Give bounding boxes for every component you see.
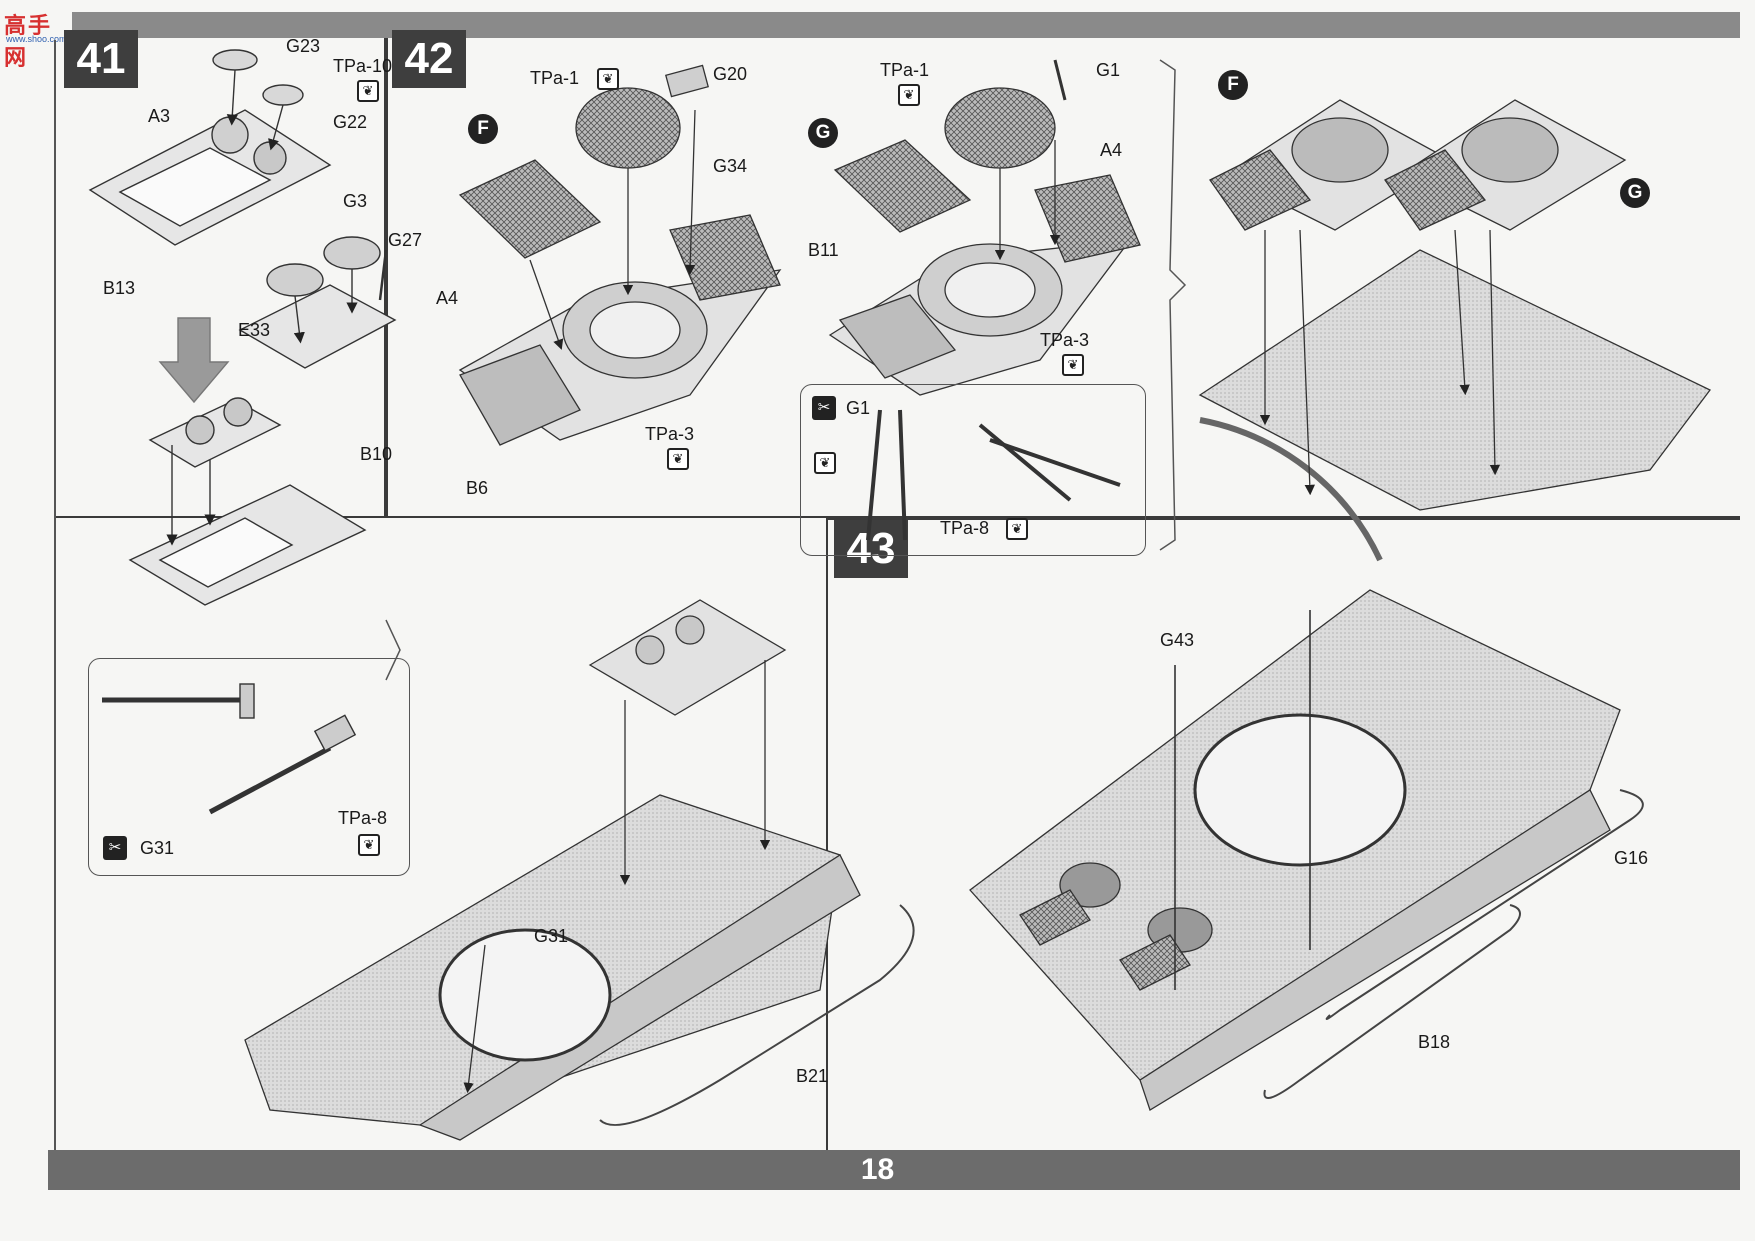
- part-label-g31-inset: G31: [140, 838, 175, 858]
- part-label-b21: B21: [796, 1066, 829, 1086]
- watermark: 高手网 www.shoo.com: [4, 8, 74, 70]
- left-edge-line: [54, 40, 56, 1150]
- part-label-tpa-10: TPa-10: [333, 56, 393, 76]
- step42-g-art: [828, 59, 1141, 396]
- watermark-title: 高手网: [4, 13, 53, 70]
- part-label-tpa-3: TPa-3: [645, 424, 695, 444]
- part-label-g23: G23: [286, 36, 321, 56]
- part-label-e33: E33: [238, 320, 271, 340]
- step41-inset-frame: [88, 658, 410, 876]
- glue-icon: ❦: [1006, 518, 1028, 540]
- part-label-a4: A4: [436, 288, 459, 308]
- part-label-b10: B10: [360, 444, 393, 464]
- step-badge-43: 43: [834, 520, 908, 578]
- variant-badge-g-result: G: [1620, 178, 1650, 208]
- step42-inset-frame: [800, 384, 1146, 556]
- part-label-a4: A4: [1100, 140, 1123, 160]
- tool-icon: ✂: [103, 836, 127, 860]
- variant-badge-f-result: F: [1218, 70, 1248, 100]
- glue-icon: ❦: [1062, 354, 1084, 376]
- step41-art: [88, 49, 397, 606]
- step-badge-41: 41: [64, 30, 138, 88]
- glue-icon: ❦: [898, 84, 920, 106]
- step42b-hull-art: [244, 599, 915, 1141]
- part-label-tpa-8-inset: TPa-8: [338, 808, 388, 828]
- part-label-g16: G16: [1614, 848, 1649, 868]
- glue-icon: ❦: [358, 834, 380, 856]
- part-label-g31: G31: [534, 926, 569, 946]
- variant-badge-g: G: [808, 118, 838, 148]
- part-label-g1-inset: G1: [846, 398, 871, 418]
- step41-inset-art: [102, 683, 357, 815]
- step42-f-art: [458, 64, 782, 446]
- panel-step-42: [386, 38, 1740, 518]
- glue-icon: ❦: [667, 448, 689, 470]
- variant-badge-f: F: [468, 114, 498, 144]
- panel-step-43: [826, 518, 1740, 1150]
- part-label-a3: A3: [148, 106, 171, 126]
- step42-result-art: [1198, 99, 1711, 562]
- part-label-tpa-3: TPa-3: [1040, 330, 1090, 350]
- step-badge-42: 42: [392, 30, 466, 88]
- glue-icon: ❦: [814, 452, 836, 474]
- step42-inset-art: [866, 409, 1121, 541]
- part-label-tpa-1: TPa-1: [530, 68, 580, 88]
- page-number: 18: [860, 1153, 895, 1186]
- part-label-g3: G3: [343, 191, 368, 211]
- top-band: [72, 12, 1740, 38]
- part-label-b13: B13: [103, 278, 136, 298]
- part-label-g22: G22: [333, 112, 368, 132]
- watermark-url: www.shoo.com: [6, 34, 67, 44]
- step43-hull-art: [969, 589, 1644, 1111]
- tool-icon: ✂: [812, 396, 836, 420]
- part-label-g43: G43: [1160, 630, 1195, 650]
- part-label-g1: G1: [1096, 60, 1121, 80]
- part-label-b6: B6: [466, 478, 489, 498]
- bottom-band: [48, 1150, 1740, 1190]
- part-label-g20: G20: [713, 64, 748, 84]
- part-label-g27: G27: [388, 230, 423, 250]
- part-label-tpa-8-inset: TPa-8: [940, 518, 990, 538]
- part-label-b11: B11: [808, 240, 839, 260]
- part-label-b18: B18: [1418, 1032, 1451, 1052]
- part-label-tpa-1: TPa-1: [880, 60, 930, 80]
- glue-icon: ❦: [597, 68, 619, 90]
- part-label-g34: G34: [713, 156, 748, 176]
- glue-icon: ❦: [357, 80, 379, 102]
